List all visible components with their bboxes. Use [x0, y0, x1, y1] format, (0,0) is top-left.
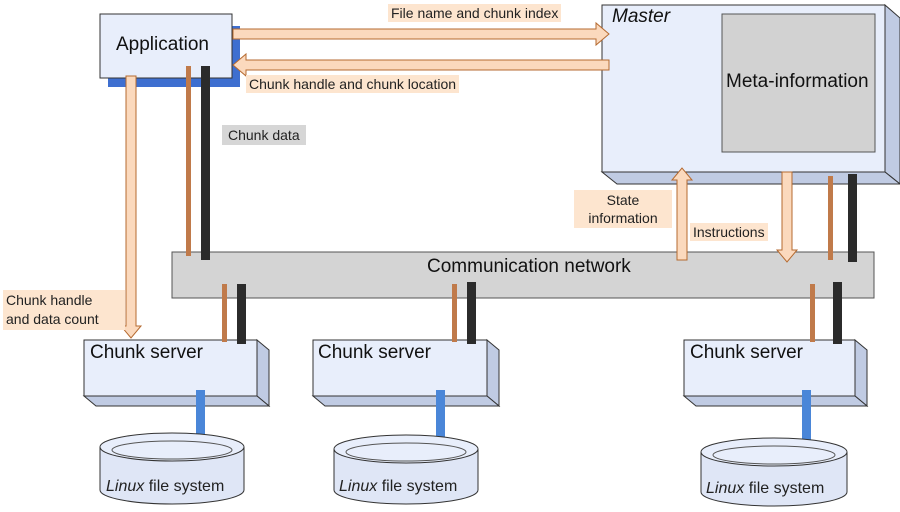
application-label: Application [116, 34, 209, 55]
meta-information-label: Meta-information [726, 71, 869, 92]
arrow-handle-location [232, 52, 610, 78]
communication-network-label: Communication network [427, 256, 631, 277]
chunk-server-box-3 [682, 338, 869, 408]
disk-3 [700, 437, 848, 507]
chunk-server-box-2 [311, 338, 501, 408]
chunk-server-label-1: Chunk server [90, 342, 203, 363]
control-line-server-3 [810, 284, 815, 342]
control-line-server-1 [222, 284, 227, 342]
data-line-master [848, 174, 857, 262]
application-box [99, 13, 240, 87]
label-state-information: State information [574, 190, 672, 228]
blue-link-3 [802, 390, 811, 446]
chunk-server-label-3: Chunk server [690, 342, 803, 363]
label-handle-count: Chunk handle and data count [3, 290, 125, 330]
control-line-server-2 [452, 284, 457, 342]
disk-2 [333, 434, 479, 505]
arrow-instructions [775, 171, 799, 263]
fs-label-1: Linux file system [106, 478, 225, 495]
communication-network-bar [171, 251, 875, 299]
label-file-name-index: File name and chunk index [388, 4, 562, 22]
data-line-server-3 [833, 282, 842, 344]
label-chunk-data: Chunk data [222, 125, 306, 145]
fs-label-2: Linux file system [339, 478, 458, 495]
label-instructions: Instructions [690, 223, 768, 241]
control-line-app [186, 66, 191, 256]
fs-label-3: Linux file system [706, 480, 825, 497]
arrow-handle-count [119, 75, 143, 339]
master-label: Master [612, 6, 671, 27]
meta-information-box [721, 13, 876, 153]
control-line-master [828, 176, 833, 260]
blue-link-2 [436, 390, 445, 444]
disk-1 [99, 432, 245, 505]
chunk-server-box-1 [82, 338, 271, 408]
chunk-server-label-2: Chunk server [318, 342, 431, 363]
data-line-server-1 [237, 284, 246, 344]
arrow-state-info [670, 167, 694, 261]
data-line-app [201, 66, 210, 260]
data-line-server-2 [467, 282, 476, 344]
blue-link-1 [196, 390, 205, 442]
arrow-file-name-index [232, 21, 610, 47]
label-handle-location: Chunk handle and chunk location [246, 75, 460, 93]
